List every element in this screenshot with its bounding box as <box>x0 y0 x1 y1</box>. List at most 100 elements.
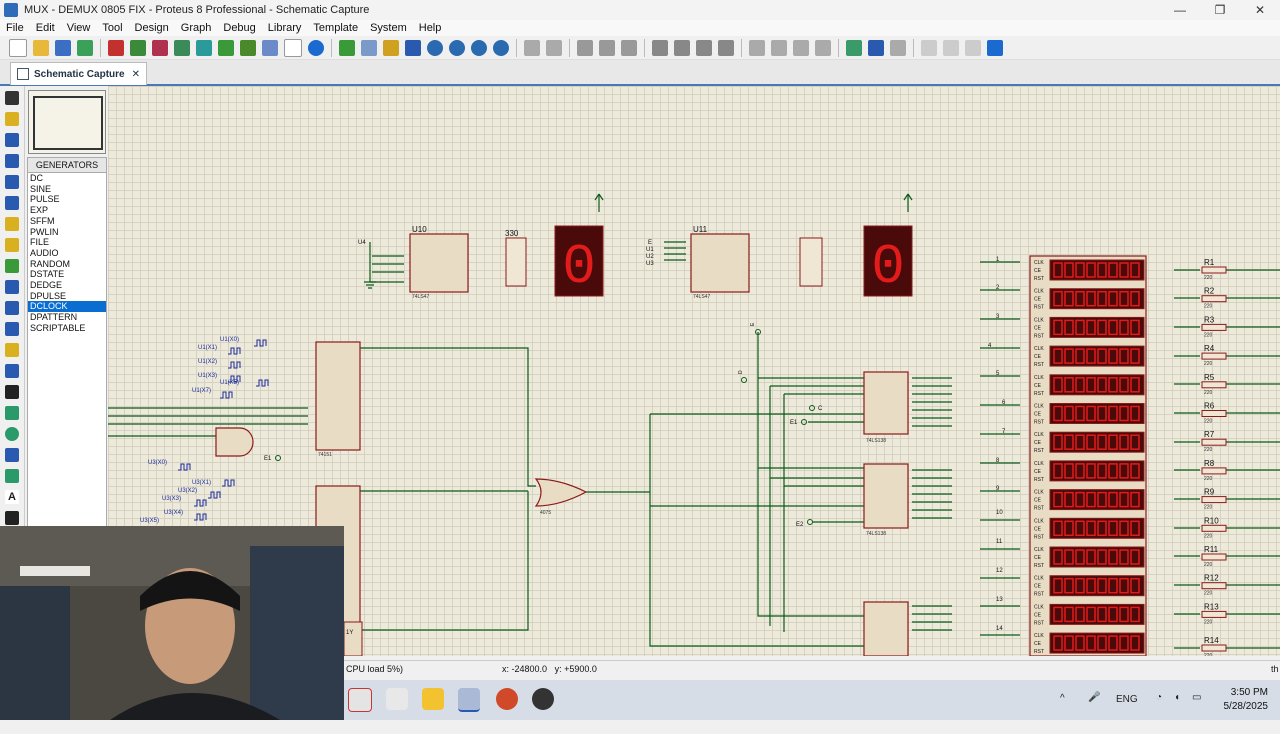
save-icon[interactable] <box>55 39 71 56</box>
list-item[interactable]: DC <box>30 173 43 183</box>
tab-schematic-capture[interactable]: Schematic Capture ✕ <box>10 62 147 85</box>
decompose-icon[interactable] <box>815 39 831 56</box>
menu-debug[interactable]: Debug <box>223 22 256 34</box>
list-item-selected[interactable]: DCLOCK <box>28 301 106 313</box>
new-sheet-icon[interactable] <box>921 39 937 56</box>
menu-template[interactable]: Template <box>313 22 359 34</box>
volume-icon[interactable]: ◖ <box>1174 692 1181 703</box>
vsm-icon[interactable] <box>262 39 278 56</box>
zoom-area-icon[interactable] <box>493 39 509 56</box>
text-script-icon[interactable] <box>5 175 19 189</box>
help-icon[interactable] <box>308 39 324 56</box>
bom-icon[interactable] <box>218 39 234 56</box>
menu-tool[interactable]: Tool <box>102 22 123 34</box>
box-icon[interactable] <box>5 406 19 420</box>
packaging-icon[interactable] <box>793 39 809 56</box>
import-icon[interactable] <box>77 39 93 56</box>
paste-icon[interactable] <box>621 39 637 56</box>
pan-icon[interactable] <box>405 39 421 56</box>
schematic-icon[interactable] <box>130 39 146 56</box>
make-device-icon[interactable] <box>771 39 787 56</box>
exit-parent-icon[interactable] <box>965 39 981 56</box>
refresh-icon[interactable] <box>339 39 355 56</box>
list-item[interactable]: EXP <box>30 205 49 216</box>
list-item[interactable]: DPATTERN <box>30 312 78 323</box>
grid-icon[interactable] <box>361 39 377 56</box>
block-delete-icon[interactable] <box>718 39 734 56</box>
powerpoint-icon[interactable] <box>496 688 518 710</box>
decoder-74ls138-3[interactable] <box>863 601 909 656</box>
microphone-icon[interactable]: 🎤 <box>1088 692 1101 703</box>
cost-icon[interactable] <box>240 39 256 56</box>
wire-label-icon[interactable] <box>5 154 19 168</box>
or-gate-4075[interactable] <box>534 478 588 507</box>
property-tool-icon[interactable] <box>890 39 906 56</box>
zoom-out-icon[interactable] <box>449 39 465 56</box>
path-icon[interactable] <box>5 469 19 483</box>
pcb-icon[interactable] <box>152 39 168 56</box>
gerber-icon[interactable] <box>174 39 190 56</box>
menu-edit[interactable]: Edit <box>35 22 55 34</box>
maximize-button[interactable]: ❐ <box>1214 3 1226 17</box>
wifi-icon[interactable]: ◔ <box>1156 692 1163 703</box>
subcircuit-icon[interactable] <box>5 217 19 231</box>
remove-sheet-icon[interactable] <box>943 39 959 56</box>
cut-icon[interactable] <box>577 39 593 56</box>
block-move-icon[interactable] <box>674 39 690 56</box>
menu-help[interactable]: Help <box>418 22 442 34</box>
search-tag-icon[interactable] <box>868 39 884 56</box>
resistor-pack-2[interactable] <box>799 237 823 287</box>
chevron-up-icon[interactable]: ^ <box>1060 693 1065 704</box>
origin-icon[interactable] <box>383 39 399 56</box>
device-pin-icon[interactable] <box>5 259 19 273</box>
menu-system[interactable]: System <box>370 22 407 34</box>
block-rotate-icon[interactable] <box>696 39 712 56</box>
zoom-all-icon[interactable] <box>471 39 487 56</box>
menu-file[interactable]: File <box>6 22 24 34</box>
u10-7447[interactable]: U10 74LS47 <box>409 225 469 300</box>
notes-icon[interactable] <box>284 38 302 57</box>
menu-view[interactable]: View <box>66 22 91 34</box>
app-icon[interactable] <box>348 688 372 712</box>
list-item[interactable]: RANDOM <box>30 258 70 269</box>
overview-window[interactable] <box>28 90 106 154</box>
list-item[interactable]: DPULSE <box>30 290 67 301</box>
list-item[interactable]: FILE <box>30 237 50 248</box>
pick-device-icon[interactable] <box>749 39 765 56</box>
schematic-canvas[interactable]: U10 74LS47 U11 74LS47 330 0 0 U4 E U1 U2… <box>108 86 1280 656</box>
junction-dot-icon[interactable] <box>5 133 19 147</box>
list-item[interactable]: PULSE <box>30 194 60 205</box>
obs-icon[interactable] <box>532 688 554 710</box>
graph-mode-icon[interactable] <box>5 280 19 294</box>
list-item[interactable]: AUDIO <box>30 247 59 258</box>
undo-icon[interactable] <box>524 39 540 56</box>
decoder-74ls138-1[interactable]: 74LS138 <box>863 371 909 444</box>
menu-graph[interactable]: Graph <box>180 22 212 34</box>
3d-icon[interactable] <box>196 39 212 56</box>
design-explorer-icon[interactable] <box>987 39 1003 56</box>
selection-mode-icon[interactable] <box>5 91 19 105</box>
menu-design[interactable]: Design <box>134 22 169 34</box>
redo-icon[interactable] <box>546 39 562 56</box>
list-item[interactable]: SCRIPTABLE <box>30 322 86 333</box>
clock[interactable]: 3:50 PM 5/28/2025 <box>1223 687 1269 712</box>
mux-74151-1[interactable]: 74151 <box>315 341 361 458</box>
app-icon[interactable] <box>386 688 408 710</box>
arc-icon[interactable] <box>5 448 19 462</box>
symbol-icon[interactable] <box>5 511 19 525</box>
generator-mode-icon[interactable] <box>5 322 19 336</box>
list-item[interactable]: PWLIN <box>30 226 59 237</box>
